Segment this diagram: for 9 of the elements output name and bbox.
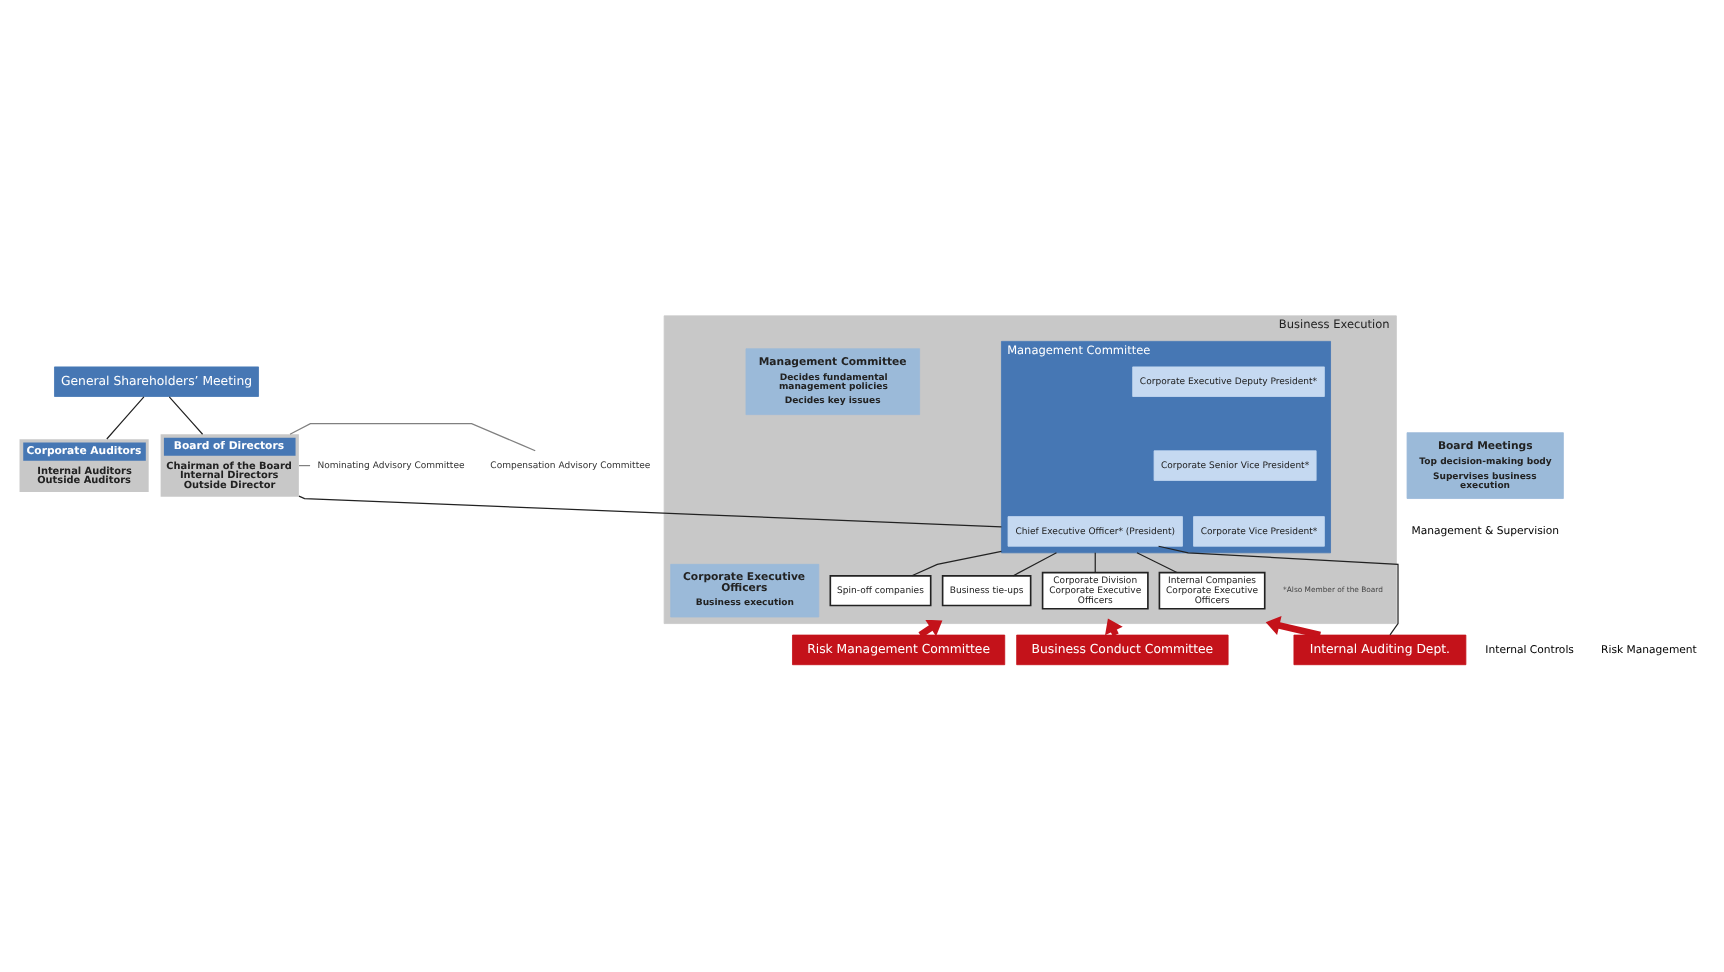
connector	[1012, 551, 1058, 576]
connector	[911, 549, 1003, 576]
connector	[1136, 551, 1178, 573]
connector	[1094, 551, 1096, 573]
arrow	[1265, 614, 1321, 638]
connector	[289, 422, 536, 451]
connector	[106, 395, 145, 439]
connector	[298, 494, 1003, 527]
connector	[168, 395, 204, 434]
